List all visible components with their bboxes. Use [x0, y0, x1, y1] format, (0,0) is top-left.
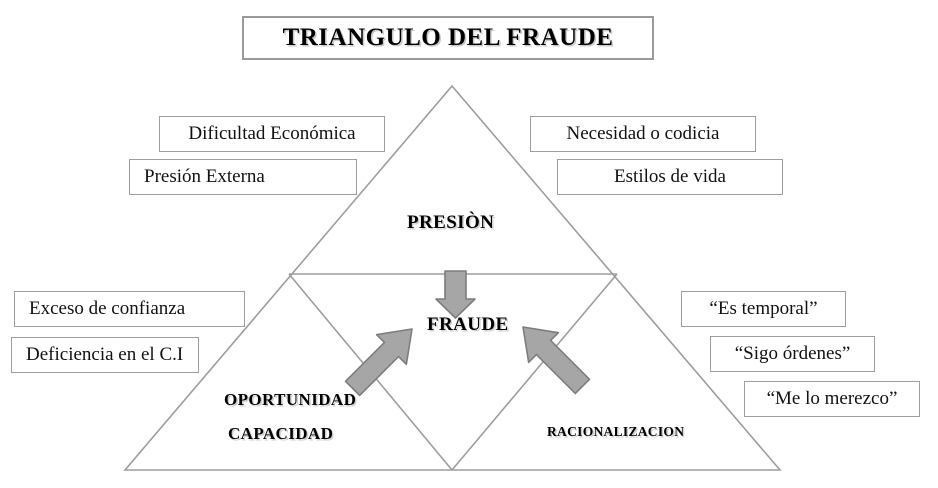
factor-label: “Sigo órdenes”: [734, 343, 851, 364]
factor-box-presion-externa: Presión Externa: [129, 159, 357, 195]
factor-label: Presión Externa: [144, 166, 265, 187]
inner-divider-right: [451, 273, 618, 471]
factor-label: Estilos de vida: [614, 166, 726, 187]
factor-box-es-temporal: “Es temporal”: [681, 291, 846, 327]
factor-box-estilos-de-vida: Estilos de vida: [557, 159, 783, 195]
factor-label: Necesidad o codicia: [566, 123, 720, 144]
factor-box-exceso-de-confianza: Exceso de confianza: [14, 291, 245, 327]
segment-label-rationalization: RACIONALIZACION: [547, 424, 685, 439]
segment-label-fraude: FRAUDE: [427, 314, 509, 335]
diagram-title-box: TRIANGULO DEL FRAUDE: [242, 16, 654, 60]
factor-box-me-lo-merezco: “Me lo merezco”: [744, 381, 920, 417]
segment-label-pressure: PRESIÒN: [407, 212, 495, 233]
arrow-down-pressure-icon: [435, 270, 476, 319]
factor-label: Deficiencia en el C.I: [26, 344, 184, 365]
segment-label-opportunity: OPORTUNIDAD: [224, 390, 357, 409]
factor-label: Exceso de confianza: [29, 298, 186, 319]
factor-box-dificultad-economica: Dificultad Económica: [159, 116, 385, 152]
diagram-title: TRIANGULO DEL FRAUDE: [282, 24, 614, 51]
segment-label-capacity: CAPACIDAD: [228, 424, 334, 443]
arrow-up-left-rationalization-icon: [522, 326, 591, 395]
factor-box-deficiencia-ci: Deficiencia en el C.I: [11, 337, 199, 373]
factor-label: “Es temporal”: [709, 298, 818, 319]
arrow-up-right-opportunity-icon: [344, 328, 413, 397]
factor-box-sigo-ordenes: “Sigo órdenes”: [710, 336, 875, 372]
factor-label: Dificultad Económica: [188, 123, 356, 144]
factor-label: “Me lo merezco”: [766, 388, 898, 409]
factor-box-necesidad-o-codicia: Necesidad o codicia: [530, 116, 756, 152]
